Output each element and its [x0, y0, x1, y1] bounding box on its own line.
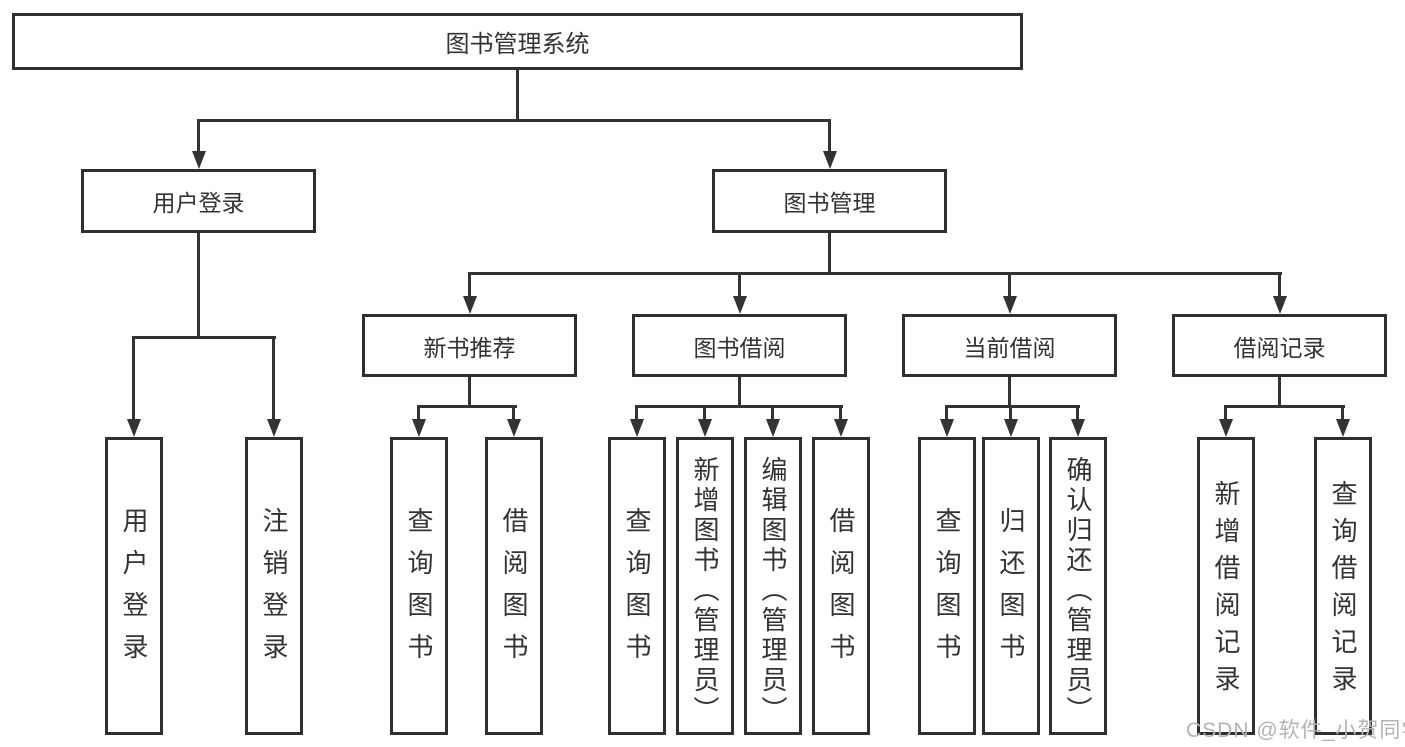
node-label: 归还图书 [996, 507, 1026, 675]
node-borrowing-records: 借阅记录 [1172, 314, 1387, 377]
h-line [417, 405, 517, 408]
node-label: 图书管理系统 [445, 31, 590, 58]
node-label: 新书推荐 [423, 334, 516, 361]
v-line [468, 377, 471, 407]
node-book-borrowing: 图书借阅 [632, 314, 847, 377]
node-label: 查询图书 [932, 507, 962, 675]
v-line [828, 233, 831, 275]
v-line [1076, 405, 1079, 421]
v-line [703, 405, 706, 421]
node-label: 新增图书（管理员） [690, 456, 720, 726]
node-new-book-recommendation: 新书推荐 [362, 314, 577, 377]
v-line [828, 119, 831, 152]
leaf-confirm-return-admin: 确认归还（管理员） [1049, 437, 1107, 735]
node-label: 用户登录 [119, 507, 149, 675]
node-label: 查询借阅记录 [1328, 480, 1358, 702]
v-line [1008, 377, 1011, 407]
arrow-down-icon [1273, 296, 1287, 314]
h-line [197, 119, 831, 122]
node-label: 图书借阅 [693, 334, 786, 361]
v-line [1278, 272, 1281, 298]
arrow-down-icon [192, 151, 206, 169]
h-line [1224, 405, 1345, 408]
node-current-borrowing: 当前借阅 [902, 314, 1117, 377]
arrow-down-icon [1071, 419, 1085, 437]
arrow-down-icon [823, 151, 837, 169]
arrow-down-icon [1336, 419, 1350, 437]
v-line [738, 272, 741, 298]
leaf-search-books-recommend: 查询图书 [390, 437, 448, 735]
v-line [1341, 405, 1344, 421]
node-label: 用户登录 [152, 190, 245, 216]
v-line [1224, 405, 1227, 421]
node-label: 注销登录 [259, 507, 289, 675]
leaf-borrow-books-borrowing: 借阅图书 [812, 437, 870, 735]
v-line [1278, 377, 1281, 407]
node-label: 新增借阅记录 [1211, 480, 1241, 702]
v-line [197, 119, 200, 152]
arrow-down-icon [267, 419, 281, 437]
node-label: 确认归还（管理员） [1063, 456, 1093, 726]
leaf-search-books-borrowing: 查询图书 [608, 437, 666, 735]
leaf-borrow-books-recommend: 借阅图书 [485, 437, 543, 735]
arrow-down-icon [1003, 296, 1017, 314]
leaf-edit-book-admin: 编辑图书（管理员） [744, 437, 802, 735]
node-label: 查询图书 [404, 507, 434, 675]
arrow-down-icon [766, 419, 780, 437]
v-line [132, 336, 135, 420]
v-line [516, 70, 519, 120]
leaf-add-book-admin: 新增图书（管理员） [676, 437, 734, 735]
h-line [945, 405, 1080, 408]
leaf-user-login: 用户登录 [105, 437, 163, 735]
node-book-management: 图书管理 [712, 169, 947, 233]
node-label: 编辑图书（管理员） [758, 456, 788, 726]
arrow-down-icon [698, 419, 712, 437]
v-line [839, 405, 842, 421]
node-label: 查询图书 [622, 507, 652, 675]
v-line [738, 377, 741, 407]
arrow-down-icon [507, 419, 521, 437]
node-user-login: 用户登录 [81, 169, 316, 233]
leaf-logout: 注销登录 [245, 437, 303, 735]
node-label: 当前借阅 [963, 334, 1056, 361]
v-line [512, 405, 515, 421]
v-line [272, 336, 275, 420]
arrow-down-icon [940, 419, 954, 437]
v-line [771, 405, 774, 421]
h-line [132, 336, 276, 339]
h-line [468, 272, 1282, 275]
leaf-search-borrow-record: 查询借阅记录 [1314, 437, 1372, 735]
v-line [945, 405, 948, 421]
arrow-down-icon [412, 419, 426, 437]
arrow-down-icon [127, 419, 141, 437]
node-label: 借阅图书 [826, 507, 856, 675]
v-line [417, 405, 420, 421]
v-line [468, 272, 471, 298]
node-label: 借阅记录 [1233, 334, 1326, 361]
leaf-search-books-current: 查询图书 [918, 437, 976, 735]
arrow-down-icon [834, 419, 848, 437]
v-line [635, 405, 638, 421]
arrow-down-icon [1004, 419, 1018, 437]
arrow-down-icon [463, 296, 477, 314]
csdn-watermark: CSDN @软件_小贺同学 [1186, 719, 1405, 742]
v-line [197, 233, 200, 337]
node-label: 图书管理 [783, 190, 876, 216]
v-line [1009, 405, 1012, 421]
h-line [635, 405, 843, 408]
arrow-down-icon [630, 419, 644, 437]
leaf-add-borrow-record: 新增借阅记录 [1197, 437, 1255, 735]
node-library-management-system: 图书管理系统 [12, 13, 1023, 70]
arrow-down-icon [733, 296, 747, 314]
arrow-down-icon [1219, 419, 1233, 437]
node-label: 借阅图书 [499, 507, 529, 675]
leaf-return-books: 归还图书 [982, 437, 1040, 735]
v-line [1008, 272, 1011, 298]
